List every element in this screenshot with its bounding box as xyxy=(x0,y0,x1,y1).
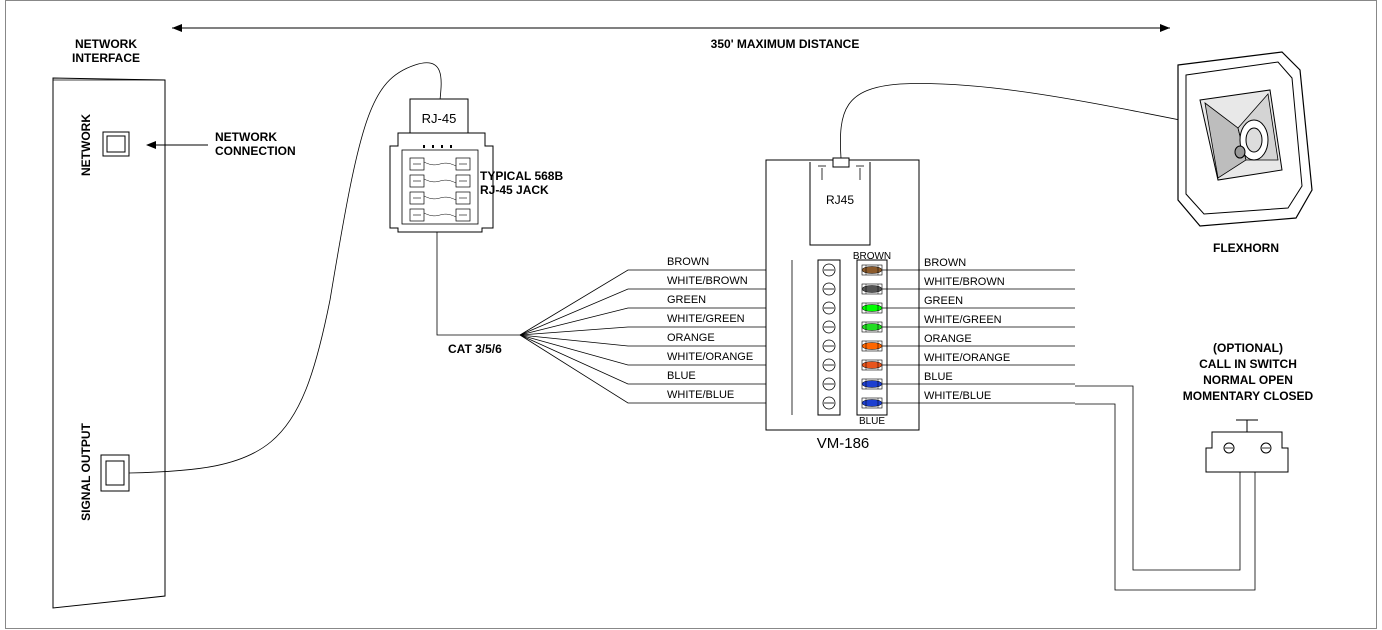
wire-color-marker xyxy=(861,266,883,274)
network-port-socket xyxy=(106,135,126,153)
left-wire xyxy=(519,334,818,347)
left-wire-group: BROWN WHITE/BROWN GREEN WHITE/GREEN ORANGE WH… xyxy=(519,256,818,404)
call-switch-line4: MOMENTARY CLOSED xyxy=(1183,389,1314,403)
jack-pin xyxy=(432,145,434,148)
network-interface-title-line1: NETWORK xyxy=(75,37,137,51)
wire-color-marker xyxy=(861,361,883,369)
left-wire-label: WHITE/GREEN xyxy=(667,313,745,325)
right-wire-label: BLUE xyxy=(924,371,953,383)
switch-lead-blue xyxy=(1075,385,1241,571)
distance-indicator: 350' MAXIMUM DISTANCE xyxy=(172,24,1170,51)
vm186-rj45-port[interactable] xyxy=(832,157,850,168)
network-interface-title-line2: INTERFACE xyxy=(72,51,140,65)
speaker-cable xyxy=(840,83,1191,159)
rj45-jack: RJ-45 TYPICAL 568B RJ-45 JACK xyxy=(389,98,563,233)
rj45-plug-label: RJ-45 xyxy=(422,111,457,126)
jack-contacts xyxy=(409,145,471,222)
jack-internal-wire xyxy=(423,178,457,184)
left-wire xyxy=(519,288,818,336)
network-port-label: NETWORK xyxy=(79,114,93,176)
call-in-switch[interactable]: (OPTIONAL) CALL IN SWITCH NORMAL OPEN MO… xyxy=(1183,341,1314,473)
right-wire-label: WHITE/BROWN xyxy=(924,276,1005,288)
network-connection-callout: NETWORK CONNECTION xyxy=(146,130,296,158)
jack-title-line2: RJ-45 JACK xyxy=(480,183,549,197)
left-wire xyxy=(519,334,818,404)
jack-internal-wire xyxy=(423,195,457,201)
terminal-screws xyxy=(822,263,836,410)
wire-color-marker xyxy=(861,342,883,350)
right-wire-group: BROWN WHITE/BROWN GREEN WHITE/GREEN ORANGE WH… xyxy=(882,257,1075,404)
jack-pin xyxy=(441,145,443,148)
screw-terminal-block xyxy=(817,259,841,416)
vm186-top-label: BROWN xyxy=(853,251,891,262)
distance-label: 350' MAXIMUM DISTANCE xyxy=(711,37,860,51)
left-wire-label: WHITE/BLUE xyxy=(667,389,734,401)
left-wire-label: WHITE/BROWN xyxy=(667,275,748,287)
rj45-plug[interactable] xyxy=(409,98,469,134)
network-connection-line1: NETWORK xyxy=(215,130,277,144)
wire-color-marker xyxy=(861,380,883,388)
left-wire xyxy=(519,334,818,366)
switch-lead-white-blue xyxy=(1075,403,1256,591)
jack-internal-wire xyxy=(423,161,457,167)
jack-internal-wire xyxy=(423,212,457,218)
vm186-name: VM-186 xyxy=(817,435,870,452)
right-wire-label: WHITE/ORANGE xyxy=(924,352,1010,364)
network-interface-device: NETWORK INTERFACE NETWORK SIGNAL OUTPUT xyxy=(52,37,166,609)
punchdown-block xyxy=(856,259,888,416)
right-wire-label: ORANGE xyxy=(924,333,972,345)
left-wire xyxy=(519,326,818,336)
signal-port-label: SIGNAL OUTPUT xyxy=(79,422,93,520)
left-wire xyxy=(519,269,818,336)
left-wire-label: BLUE xyxy=(667,370,696,382)
left-wire-label: BROWN xyxy=(667,256,709,268)
wire-color-marker xyxy=(861,323,883,331)
wire-color-marker xyxy=(861,304,883,312)
punchdown-contacts xyxy=(861,264,883,409)
left-wire xyxy=(519,334,818,385)
vm186-bottom-label: BLUE xyxy=(859,416,885,427)
right-wire-label: WHITE/GREEN xyxy=(924,314,1002,326)
diagram-border xyxy=(5,0,1377,629)
right-wire-label: BROWN xyxy=(924,257,966,269)
signal-output-port[interactable] xyxy=(100,454,130,492)
flexhorn-label: FLEXHORN xyxy=(1213,241,1279,255)
vm186-device: RJ45 BROWN BLUE VM-186 xyxy=(765,157,920,452)
call-switch-line3: NORMAL OPEN xyxy=(1203,373,1293,387)
signal-output-port-socket xyxy=(105,460,125,486)
jack-title-line1: TYPICAL 568B xyxy=(480,169,563,183)
jack-pin xyxy=(450,145,452,148)
vm186-rj45-label: RJ45 xyxy=(826,193,854,207)
wire-color-marker xyxy=(861,399,883,407)
right-wire-label: GREEN xyxy=(924,295,963,307)
call-switch-line1: (OPTIONAL) xyxy=(1213,341,1283,355)
cable-label: CAT 3/5/6 xyxy=(448,342,502,356)
left-wire-label: WHITE/ORANGE xyxy=(667,351,753,363)
left-wire-label: ORANGE xyxy=(667,332,715,344)
right-wire-label: WHITE/BLUE xyxy=(924,390,991,402)
left-wire-label: GREEN xyxy=(667,294,706,306)
flexhorn-speaker: FLEXHORN xyxy=(1177,51,1313,255)
jack-pin xyxy=(423,145,425,148)
left-wire xyxy=(519,307,818,336)
call-switch-line2: CALL IN SWITCH xyxy=(1199,357,1297,371)
wire-color-marker xyxy=(861,285,883,293)
network-connection-line2: CONNECTION xyxy=(215,144,296,158)
cat-cable xyxy=(436,232,520,336)
patch-cable xyxy=(128,62,442,474)
